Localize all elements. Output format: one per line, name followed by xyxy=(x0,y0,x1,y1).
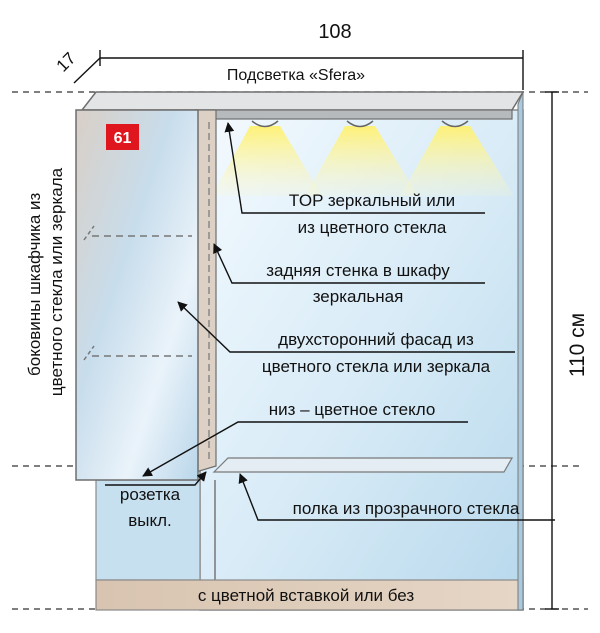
lamp-1 xyxy=(251,120,279,128)
side-panels-label-line2: цветного стекла или зеркала xyxy=(47,167,66,396)
top-label-line1: TOP зеркальный или xyxy=(289,191,455,210)
cabinet-door xyxy=(75,109,199,481)
shelf-label: полка из прозрачного стекла xyxy=(293,499,520,518)
side-panels-label: боковины шкафчика из цветного стекла или… xyxy=(25,167,66,396)
depth-label: 17 xyxy=(53,49,80,76)
back-label-line1: задняя стенка в шкафу xyxy=(266,261,450,280)
light-beam-2 xyxy=(305,126,418,196)
back-leader-line xyxy=(213,243,485,284)
lower-left-panel xyxy=(95,479,201,581)
side-panels-label-line1: боковины шкафчика из xyxy=(25,193,44,376)
glass-shelf xyxy=(212,457,514,473)
width-label: 108 xyxy=(318,21,351,43)
lamp-2 xyxy=(346,120,374,128)
right-side-edge xyxy=(517,91,524,611)
shelf-leader-line xyxy=(238,473,555,521)
colored-insert-band xyxy=(95,579,524,611)
model-badge-text: 61 xyxy=(114,130,132,147)
insert-label: с цветной вставкой или без xyxy=(198,586,415,605)
cabinet-back-wall xyxy=(195,109,217,473)
light-beam-3 xyxy=(400,126,514,196)
facade-label-line2: цветного стекла или зеркала xyxy=(262,357,491,376)
facade-label-line1: двухсторонний фасад из xyxy=(278,330,474,349)
height-label: 110 см xyxy=(566,313,589,377)
depth-dimension-line xyxy=(73,57,101,84)
model-badge xyxy=(106,124,139,150)
top-leader-line xyxy=(224,122,485,214)
light-beam-1 xyxy=(212,126,322,196)
top-panel-front-edge xyxy=(194,109,513,120)
top-panel-surface xyxy=(80,91,525,111)
socket-label-line2: выкл. xyxy=(128,511,172,530)
top-label-line2: из цветного стекла xyxy=(298,218,447,237)
inner-shelf-lower-depth xyxy=(83,345,95,361)
bottom-leader-line xyxy=(142,421,468,477)
back-label-line2: зеркальная xyxy=(313,287,404,306)
facade-leader-line xyxy=(177,301,515,353)
bottom-label: низ – цветное стекло xyxy=(269,400,436,419)
lamp-3 xyxy=(441,120,469,128)
socket-label-line1: розетка xyxy=(120,485,181,504)
lighting-label: Подсветка «Sfera» xyxy=(227,67,365,84)
socket-leader-line xyxy=(105,471,207,486)
inner-shelf-upper-depth xyxy=(83,225,95,241)
